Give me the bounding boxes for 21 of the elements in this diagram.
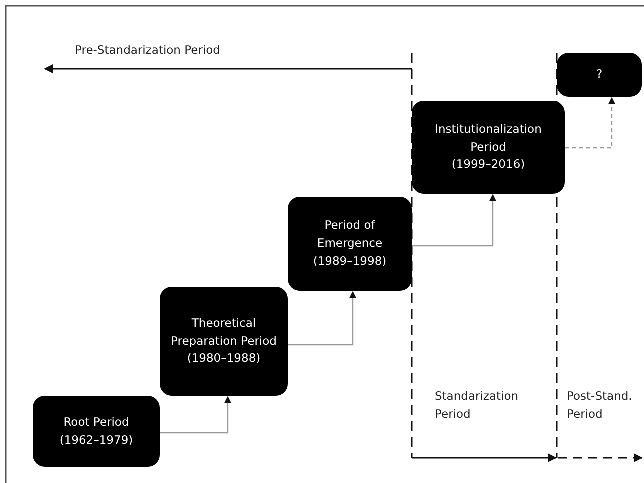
period-text: (1989–1998) [313,252,387,270]
period-box [557,53,642,97]
period-text: (1999–2016) [452,156,526,174]
period-text: Institutionalization Period [434,120,543,156]
period-box [288,197,412,291]
period-box [160,287,288,396]
period-text: (1980–1988) [187,350,261,368]
arrow [160,396,232,434]
period-text: Root Period [64,414,130,431]
period-text: Theoretical Preparation Period [170,314,278,350]
period-text: (1962–1979) [60,432,134,448]
period-box [412,101,565,194]
period-text: Period of Emergence [316,217,384,252]
period-label: Post-Stand. Period [567,388,634,423]
period-text: ? [596,66,603,84]
period-label: Pre-Standarization Period [75,42,222,59]
arrow [565,97,616,149]
period-label: Standarization Period [435,388,520,423]
arrow [288,291,357,346]
period-box [33,396,160,467]
arrow [412,194,497,247]
